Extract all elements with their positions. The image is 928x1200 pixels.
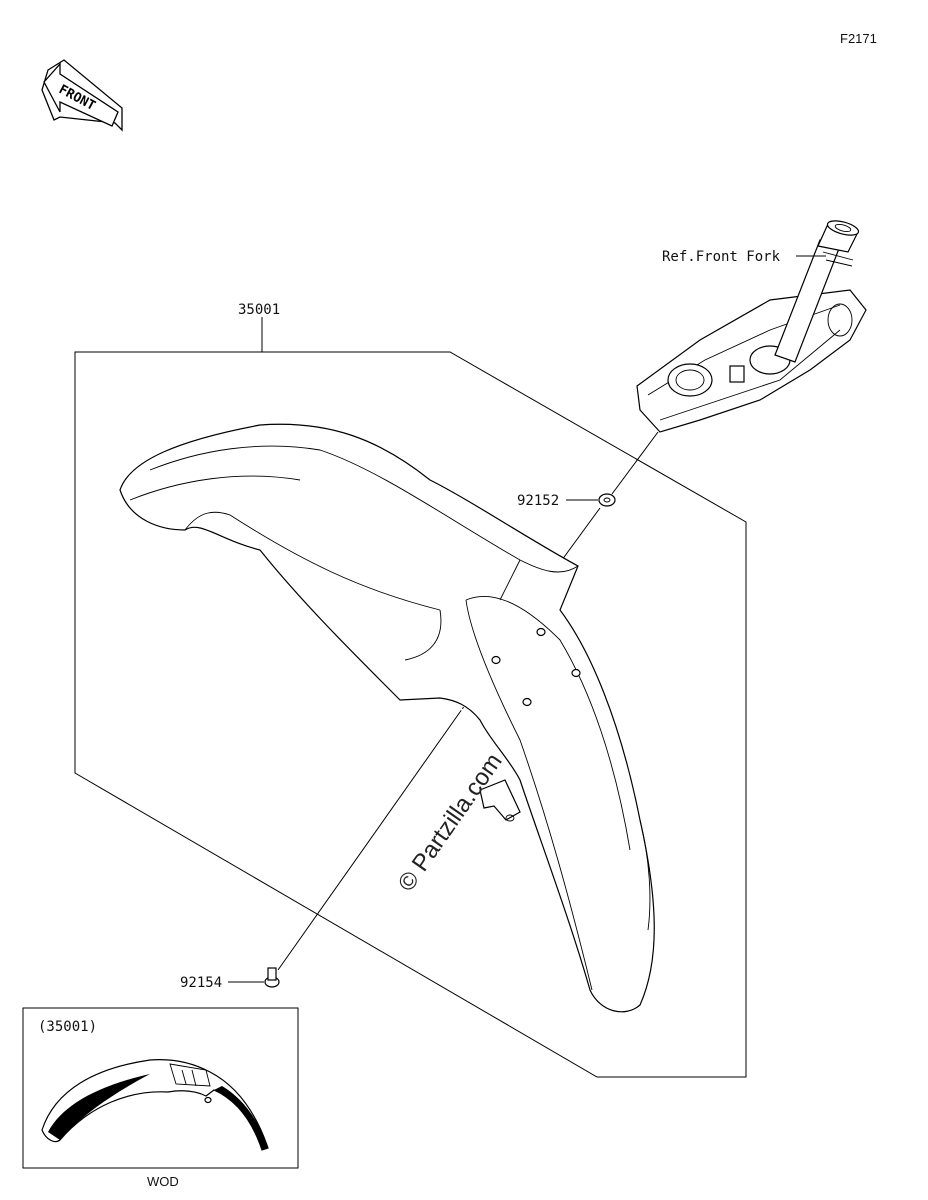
bolt-92154	[264, 967, 280, 988]
front-fork-stem	[636, 220, 867, 433]
align-line-top	[611, 431, 659, 495]
label-35001: 35001	[238, 302, 280, 318]
front-arrow-icon: FRONT	[41, 59, 123, 132]
mount-hole-1	[491, 655, 501, 665]
label-fork-ref: Ref.Front Fork	[662, 249, 781, 265]
front-fender	[119, 423, 655, 1013]
assembly-outline	[74, 317, 747, 1078]
inset-box: (35001)	[22, 1007, 299, 1169]
label-92152: 92152	[517, 493, 559, 509]
mount-hole-3	[571, 668, 581, 678]
inset-part-label: (35001)	[38, 1019, 97, 1035]
align-line-lower	[277, 711, 461, 971]
mount-hole-2	[536, 627, 546, 637]
mount-hole-4	[522, 697, 532, 707]
figure-id: F2171	[840, 31, 877, 46]
watermark: © Partzilla.com	[393, 748, 508, 896]
inset-caption: WOD	[147, 1174, 179, 1189]
inset-fender	[41, 1059, 269, 1151]
washer-92152	[598, 493, 616, 507]
label-92154: 92154	[180, 975, 222, 991]
